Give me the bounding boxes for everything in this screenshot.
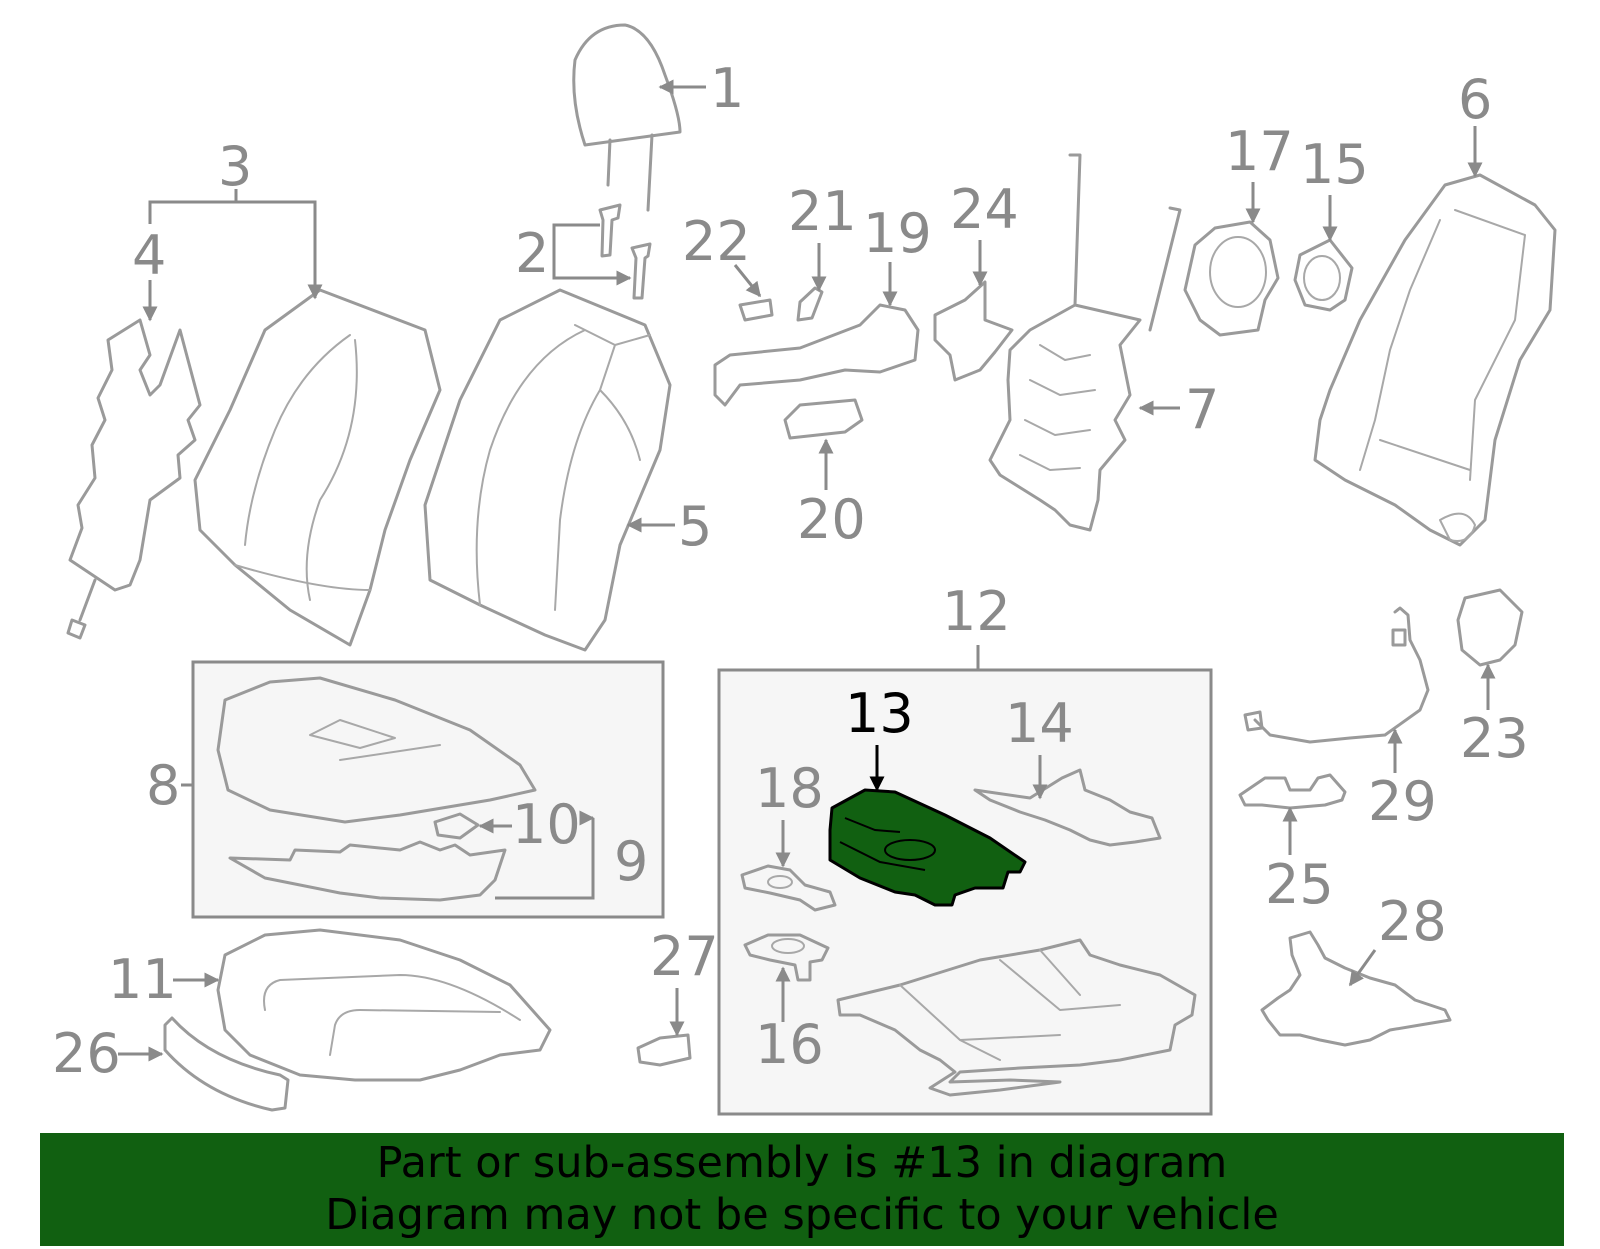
callout-29: 29 (1368, 770, 1437, 833)
part-2-headrest-guide (598, 203, 652, 300)
callout-11: 11 (108, 948, 177, 1011)
callout-13: 13 (845, 682, 914, 745)
group-box-cushion (191, 660, 665, 919)
banner-line-1: Part or sub-assembly is #13 in diagram (376, 1138, 1228, 1188)
part-16-bracket (743, 933, 830, 982)
part-11-cushion-pad (216, 928, 552, 1082)
callout-21: 21 (788, 180, 857, 243)
callout-8: 8 (146, 754, 180, 817)
part-13-highlighted (828, 788, 1027, 907)
part-20-bracket (783, 398, 864, 440)
part-10-clip (433, 812, 480, 840)
part-17-recliner (1183, 220, 1280, 337)
part-18-bracket (740, 864, 837, 912)
callout-22: 22 (682, 210, 751, 273)
part-14-cover (973, 768, 1162, 847)
callout-15: 15 (1300, 133, 1369, 196)
callout-10: 10 (512, 793, 581, 856)
part-6-back-frame (1313, 173, 1557, 547)
callout-27: 27 (650, 925, 719, 988)
callout-19: 19 (863, 202, 932, 265)
part-23-cover (1456, 588, 1524, 667)
part-5-back-pad (423, 288, 672, 652)
callout-4: 4 (132, 224, 166, 287)
callout-14: 14 (1005, 692, 1074, 755)
part-26-trim-bar (163, 1016, 290, 1112)
callout-9: 9 (614, 830, 648, 893)
callout-1: 1 (710, 57, 744, 120)
callout-26: 26 (52, 1022, 121, 1085)
leader-28 (1348, 949, 1377, 987)
leader-2 (552, 223, 630, 278)
callout-23: 23 (1460, 707, 1529, 770)
part-25-bracket (1238, 773, 1347, 810)
callout-7: 7 (1185, 378, 1219, 441)
callout-3: 3 (218, 135, 252, 198)
callout-16: 16 (755, 1013, 824, 1076)
callout-24: 24 (950, 178, 1019, 241)
part-8-cushion-cover (216, 676, 537, 824)
info-banner: Part or sub-assembly is #13 in diagram D… (40, 1133, 1564, 1246)
callout-17: 17 (1225, 120, 1294, 183)
banner-line-2: Diagram may not be specific to your vehi… (325, 1190, 1279, 1240)
part-22-clip (738, 298, 774, 322)
part-15-spring (1293, 238, 1354, 312)
leader-3 (148, 189, 315, 298)
callout-20: 20 (797, 488, 866, 551)
part-1-headrest (572, 23, 682, 212)
parts-diagram: 1 2 3 4 5 6 7 8 9 10 11 12 13 14 15 16 1… (52, 23, 1557, 1116)
part-12-seat-track (836, 938, 1197, 1097)
part-9-cushion-heater (228, 840, 507, 902)
callout-5: 5 (678, 495, 712, 558)
part-27-cover (636, 1033, 692, 1067)
callout-25: 25 (1265, 853, 1334, 916)
callout-18: 18 (755, 757, 824, 820)
leader-9 (495, 818, 593, 900)
callout-6: 6 (1458, 68, 1492, 131)
callout-28: 28 (1378, 890, 1447, 953)
leader-22 (733, 264, 762, 298)
part-19-recliner-cover (713, 303, 920, 407)
part-7-lumbar-support (988, 153, 1182, 532)
callout-2: 2 (515, 222, 549, 285)
part-21-clip (796, 286, 824, 322)
part-3-back-cover (193, 288, 442, 647)
part-24-bracket (933, 280, 1014, 382)
part-28-harness (1260, 930, 1452, 1047)
part-4-back-heater (66, 318, 202, 640)
callout-12: 12 (942, 580, 1011, 643)
part-29-wire-harness (1243, 606, 1430, 744)
